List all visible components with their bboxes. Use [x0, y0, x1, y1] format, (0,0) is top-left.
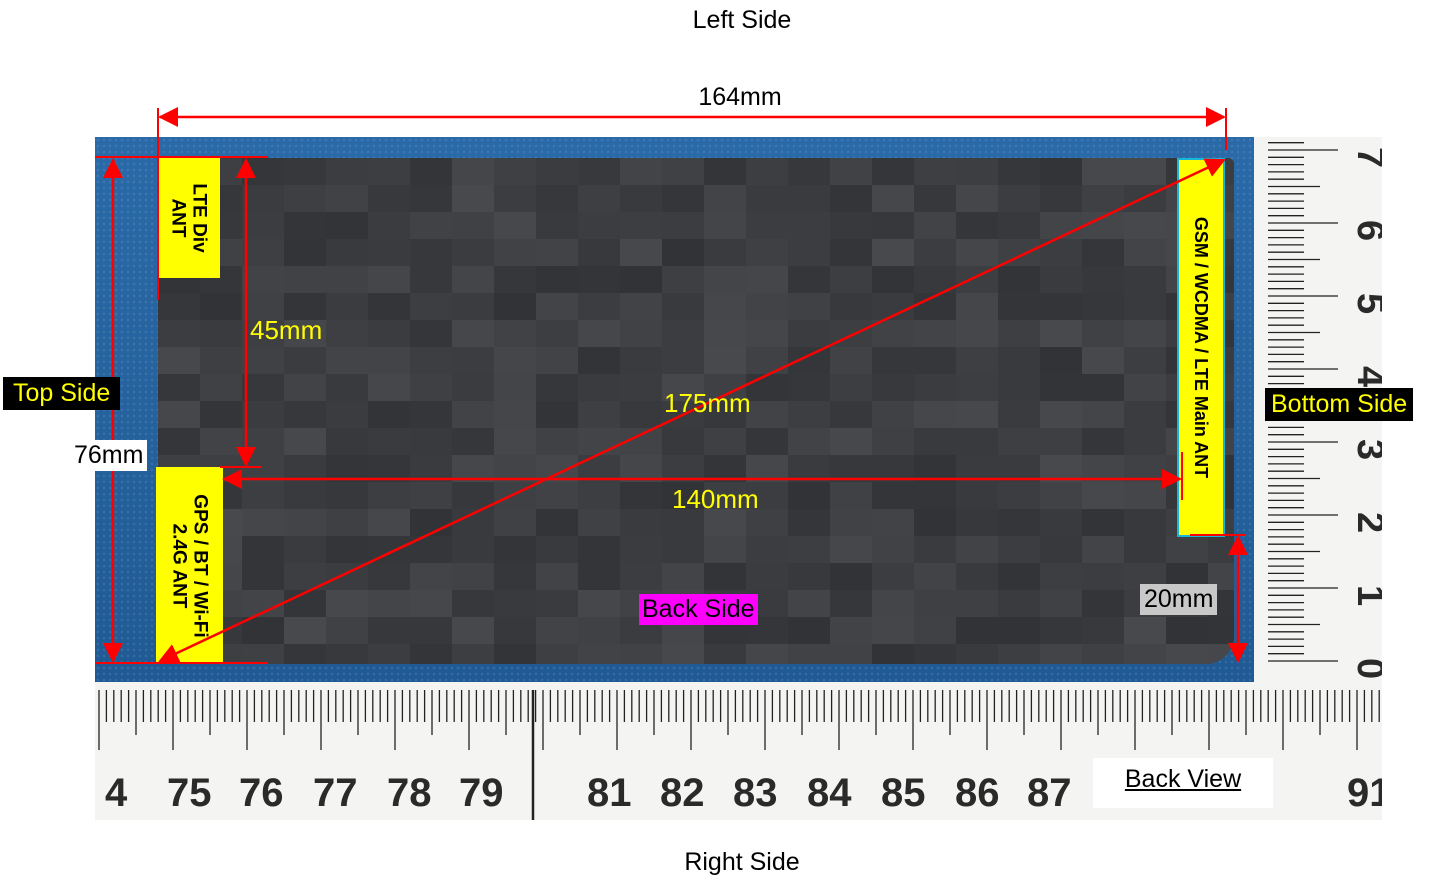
- ruler-number: 1: [1349, 585, 1382, 606]
- ruler-number: 2: [1349, 512, 1382, 533]
- ruler-number: 77: [313, 771, 358, 815]
- diagonal-arrow: [158, 158, 1226, 663]
- ruler-number: 3: [1349, 439, 1382, 460]
- antenna-span-label: 140mm: [672, 484, 759, 514]
- left-side-label: Left Side: [692, 6, 792, 34]
- back-side-label: Back Side: [639, 594, 758, 625]
- right-side-label: Right Side: [684, 848, 800, 876]
- ruler-number: 85: [881, 771, 926, 815]
- ruler-number: 86: [955, 771, 1000, 815]
- ruler-number: 4: [105, 771, 128, 815]
- ruler-number: 75: [167, 771, 212, 815]
- ruler-number: 5: [1349, 293, 1382, 314]
- diagonal-label: 175mm: [664, 388, 751, 418]
- ruler-number: 6: [1349, 220, 1382, 241]
- ruler-number: 7: [1349, 147, 1382, 168]
- ruler-number: 87: [1027, 771, 1072, 815]
- ruler-number: 78: [387, 771, 432, 815]
- vertical-ruler-ticks: 7 6 5 4 3 2 1 0: [1268, 142, 1382, 679]
- ruler-number: 4: [1349, 366, 1382, 387]
- ruler-number: 83: [733, 771, 778, 815]
- bottom-side-label: Bottom Side: [1265, 388, 1414, 421]
- ruler-number: 91: [1347, 771, 1382, 815]
- width-dimension-label: 164mm: [698, 83, 782, 111]
- back-view-label: Back View: [1093, 758, 1273, 808]
- height-label: 76mm: [70, 440, 148, 471]
- ruler-number: 82: [660, 771, 705, 815]
- ruler-number: 84: [807, 771, 852, 815]
- ruler-number: 81: [587, 771, 632, 815]
- inner-height-label: 45mm: [250, 315, 323, 345]
- top-side-label: Top Side: [3, 377, 121, 410]
- horizontal-ruler-ticks: 4 75 76 77 78 79 81 82 83 84 85 86 87 91: [98, 690, 1382, 820]
- ruler-number: 76: [239, 771, 284, 815]
- corner-label: 20mm: [1140, 584, 1218, 615]
- ruler-number: 79: [459, 771, 504, 815]
- ruler-number: 0: [1349, 658, 1382, 679]
